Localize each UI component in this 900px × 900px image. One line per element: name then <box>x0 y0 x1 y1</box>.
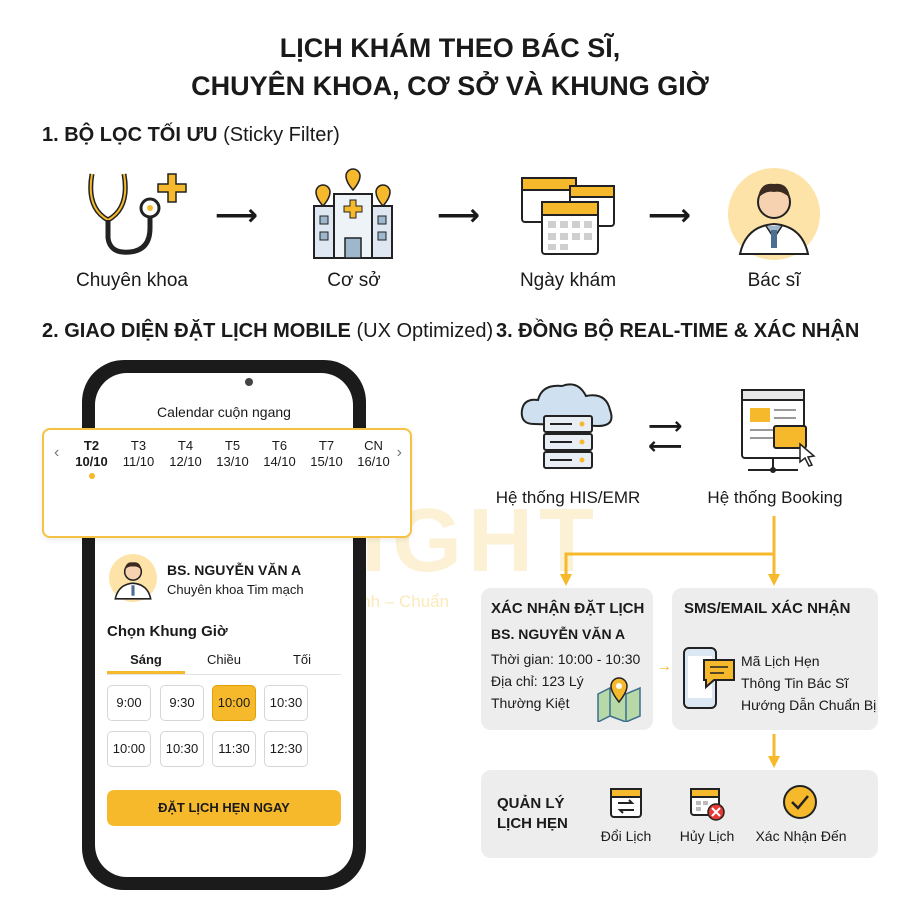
reschedule-label[interactable]: Đổi Lịch <box>600 828 652 844</box>
period-divider <box>107 674 341 675</box>
time-slot[interactable]: 11:30 <box>212 731 256 767</box>
period-tab[interactable]: Tối <box>292 652 312 667</box>
book-appointment-button[interactable]: ĐẶT LỊCH HẸN NGAY <box>107 790 341 826</box>
day-of-week: T7 <box>318 438 335 453</box>
confirm-time: Thời gian: 10:00 - 10:30 <box>491 651 641 667</box>
doctor-avatar <box>109 554 157 602</box>
time-slot[interactable]: 9:00 <box>107 685 151 721</box>
map-pin-icon <box>597 677 641 722</box>
sms-item-preparation: Hướng Dẫn Chuẩn Bị <box>741 697 877 713</box>
page-title-line2: CHUYÊN KHOA, CƠ SỞ VÀ KHUNG GIỜ <box>191 71 709 101</box>
arrow-right-icon: ⟶ <box>648 199 692 232</box>
manage-title-line2: LỊCH HẸN <box>497 815 568 832</box>
confirm-address-line2: Thường Kiệt <box>491 695 570 711</box>
arrow-right-icon: ⟶ <box>215 199 259 232</box>
period-underline <box>107 671 185 674</box>
day-date: 14/10 <box>263 454 296 469</box>
arrow-right-icon: ⟶ <box>437 199 481 232</box>
connector-lines <box>560 516 780 586</box>
booking-system-icon <box>741 389 816 473</box>
sync-arrow-right-icon: ⟶ <box>648 413 683 440</box>
cancel-appointment-icon[interactable] <box>688 784 726 822</box>
filter-step-facility: Cơ sở <box>327 270 381 291</box>
period-tab[interactable]: Chiều <box>207 652 241 667</box>
confirm-title: XÁC NHẬN ĐẶT LỊCH <box>491 600 645 617</box>
confirm-address-line1: Địa chỉ: 123 Lý <box>491 673 584 689</box>
time-slot[interactable]: 10:30 <box>264 685 308 721</box>
check-in-icon[interactable] <box>782 784 818 820</box>
reschedule-icon[interactable] <box>608 784 644 820</box>
doctor-icon <box>728 168 820 260</box>
smartphone-message-icon <box>683 647 735 709</box>
sms-item-doctor-info: Thông Tin Bác Sĩ <box>741 675 849 691</box>
camera-icon <box>245 378 253 386</box>
day-date: 10/10 <box>75 454 108 469</box>
time-slot[interactable]: 10:00 <box>107 731 151 767</box>
period-tab[interactable]: Sáng <box>130 652 162 667</box>
selected-day-dot <box>88 473 95 479</box>
arrow-right-icon: → <box>656 658 672 675</box>
time-slot[interactable]: 12:30 <box>264 731 308 767</box>
day-date: 15/10 <box>310 454 343 469</box>
server-cloud-icon <box>520 383 613 469</box>
filter-step-date: Ngày khám <box>519 270 617 291</box>
section1-sub: (Sticky Filter) <box>223 124 340 146</box>
day-date: 16/10 <box>357 454 390 469</box>
day-of-week: T3 <box>130 438 147 453</box>
chevron-left-icon[interactable]: ‹ <box>54 444 60 461</box>
section1-heading: 1. BỘ LỌC TỐI ƯU (Sticky Filter) <box>42 124 340 147</box>
section3-heading: 3. ĐỒNG BỘ REAL-TIME & XÁC NHẬN <box>496 320 860 342</box>
appointment-management-card <box>481 770 878 858</box>
stethoscope-icon <box>88 173 187 255</box>
filter-step-specialty: Chuyên khoa <box>76 270 188 291</box>
day-date: 12/10 <box>169 454 202 469</box>
section1-label: 1. BỘ LỌC TỐI ƯU <box>42 124 218 146</box>
hospital-icon <box>313 168 393 259</box>
arrow-down-icon <box>768 734 780 768</box>
time-slot[interactable]: 9:30 <box>160 685 204 721</box>
day-of-week: T6 <box>271 438 288 453</box>
day-of-week: T2 <box>83 438 100 453</box>
chevron-right-icon[interactable]: › <box>396 444 402 461</box>
calendar-title: Calendar cuộn ngang <box>157 404 291 420</box>
cancel-label[interactable]: Hủy Lịch <box>679 828 735 844</box>
manage-title-line1: QUẢN LÝ <box>497 795 565 812</box>
filter-step-doctor: Bác sĩ <box>747 270 801 291</box>
booking-system-label: Hệ thống Booking <box>707 488 843 507</box>
section2-label: 2. GIAO DIỆN ĐẶT LỊCH MOBILE <box>42 320 351 342</box>
section2-heading: 2. GIAO DIỆN ĐẶT LỊCH MOBILE (UX Optimiz… <box>42 320 493 343</box>
day-of-week: CN <box>364 438 383 453</box>
check-in-label[interactable]: Xác Nhận Đến <box>755 828 847 844</box>
day-date: 13/10 <box>216 454 249 469</box>
confirm-doctor: BS. NGUYỄN VĂN A <box>491 626 626 642</box>
time-slot[interactable]: 10:00 <box>212 685 256 721</box>
calendar-icon <box>521 177 615 255</box>
day-of-week: T5 <box>224 438 241 453</box>
sms-item-code: Mã Lịch Hẹn <box>741 653 820 669</box>
sync-arrow-left-icon: ⟵ <box>648 433 683 460</box>
slot-heading: Chọn Khung Giờ <box>107 623 228 640</box>
time-slot[interactable]: 10:30 <box>160 731 204 767</box>
day-of-week: T4 <box>177 438 194 453</box>
doctor-specialty: Chuyên khoa Tim mạch <box>167 582 304 597</box>
page-title-line1: LỊCH KHÁM THEO BÁC SĨ, <box>279 33 621 63</box>
section2-sub: (UX Optimized) <box>356 320 494 342</box>
doctor-name: BS. NGUYỄN VĂN A <box>167 562 302 578</box>
sms-title: SMS/EMAIL XÁC NHẬN <box>684 600 851 617</box>
his-system-label: Hệ thống HIS/EMR <box>495 488 641 507</box>
day-date: 11/10 <box>122 454 155 469</box>
